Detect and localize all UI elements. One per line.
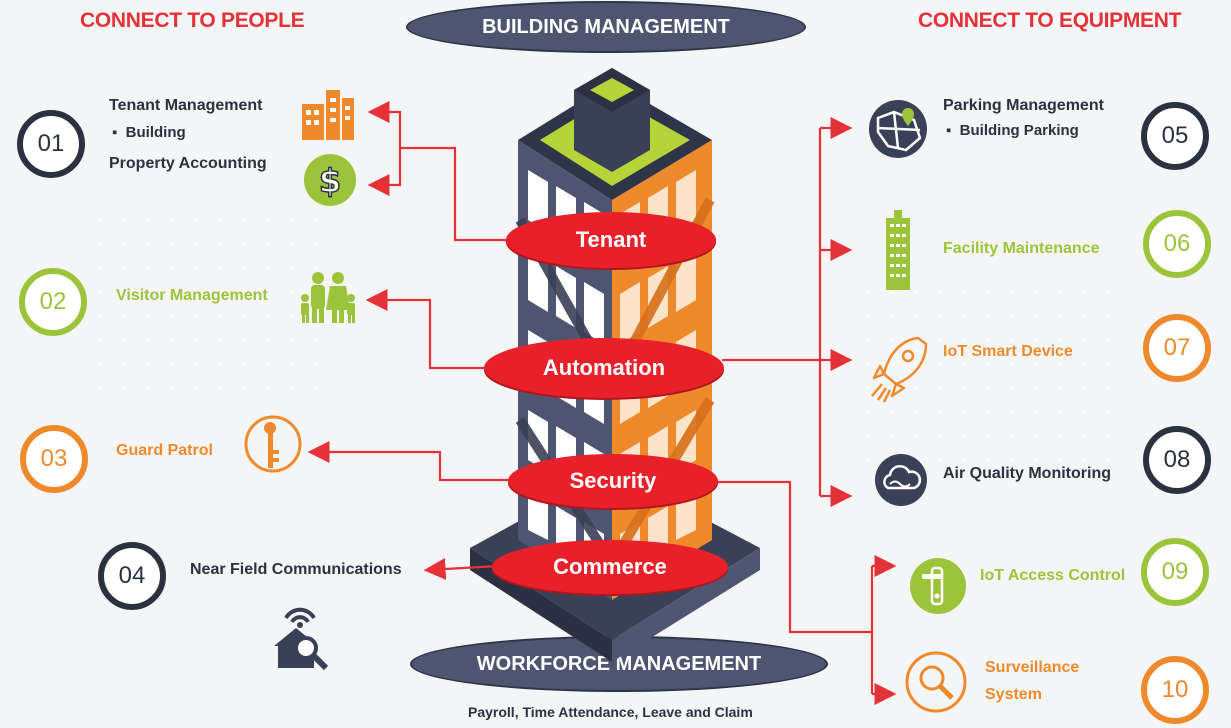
- commerce-label: Commerce: [492, 540, 728, 594]
- number-badge-08: 08: [1143, 426, 1211, 494]
- property-accounting-title: Property Accounting: [109, 155, 267, 172]
- facility-maintenance-title: Facility Maintenance: [943, 240, 1100, 257]
- key-icon: [244, 415, 302, 473]
- dollar-icon: $: [304, 154, 356, 206]
- skyscraper-icon: [886, 210, 910, 290]
- buildings-icon: [302, 90, 354, 140]
- rocket-icon: [871, 336, 928, 403]
- automation-label: Automation: [484, 338, 724, 398]
- number-badge-02: 02: [19, 268, 87, 336]
- connect-to-people-heading: CONNECT TO PEOPLE: [80, 9, 305, 32]
- iot-access-control-title: IoT Access Control: [980, 567, 1126, 584]
- workforce-caption: Payroll, Time Attendance, Leave and Clai…: [468, 704, 753, 720]
- magnifier-icon: [905, 651, 967, 713]
- nfc-title: Near Field Communications: [190, 561, 402, 578]
- tenant-label: Tenant: [506, 212, 716, 268]
- number-badge-04: 04: [98, 542, 166, 610]
- number-badge-05: 05: [1141, 102, 1209, 170]
- parking-management-title: Parking Management: [943, 97, 1104, 114]
- parking-management-bullet: ▪ Building Parking: [946, 122, 1079, 139]
- air-quality-title: Air Quality Monitoring: [943, 465, 1111, 482]
- guard-patrol-title: Guard Patrol: [116, 442, 213, 459]
- tenant-management-title: Tenant Management: [109, 97, 263, 114]
- family-icon: [301, 272, 355, 323]
- svg-text:$: $: [319, 162, 341, 200]
- number-badge-07: 07: [1143, 314, 1211, 382]
- door-lock-icon: [910, 558, 966, 614]
- number-badge-01: 01: [17, 110, 85, 178]
- map-pin-icon: [869, 100, 927, 158]
- connect-to-equipment-heading: CONNECT TO EQUIPMENT: [918, 9, 1182, 32]
- number-badge-06: 06: [1143, 210, 1211, 278]
- tenant-management-bullet: ▪ Building: [112, 124, 186, 141]
- security-label: Security: [508, 454, 718, 508]
- nfc-home-icon: [274, 607, 329, 671]
- number-badge-09: 09: [1141, 538, 1209, 606]
- surveillance-title-line1: Surveillance: [985, 659, 1080, 676]
- building-management-banner: BUILDING MANAGEMENT: [406, 1, 806, 53]
- surveillance-title-line2: System: [985, 686, 1042, 703]
- iot-smart-device-title: IoT Smart Device: [943, 343, 1073, 360]
- number-badge-03: 03: [20, 425, 88, 493]
- number-badge-10: 10: [1141, 656, 1209, 724]
- visitor-management-title: Visitor Management: [116, 287, 268, 304]
- cloud-icon: [875, 454, 927, 506]
